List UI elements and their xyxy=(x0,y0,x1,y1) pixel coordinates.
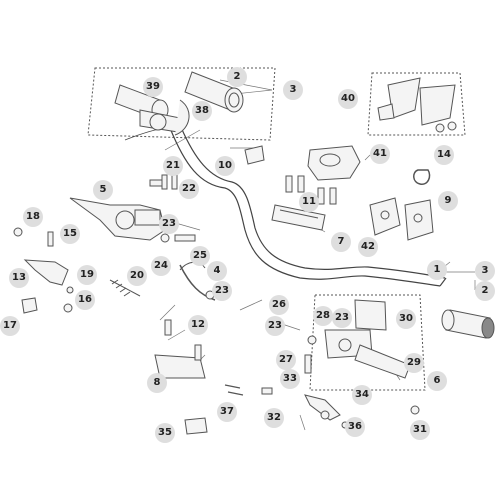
switch-box xyxy=(309,294,426,391)
right-grip xyxy=(441,309,495,339)
callout-26: 26 xyxy=(269,295,289,315)
switch-housing xyxy=(369,197,434,241)
brake-master-cylinder xyxy=(69,197,166,241)
callout-1: 1 xyxy=(427,260,447,280)
callout-3: 3 xyxy=(283,80,303,100)
handguard-parts xyxy=(377,77,457,133)
nut xyxy=(410,405,420,415)
callout-41: 41 xyxy=(370,144,390,164)
callout-25: 25 xyxy=(190,246,210,266)
lower-bar-clamp xyxy=(271,204,326,231)
callout-34: 34 xyxy=(352,385,372,405)
callout-20: 20 xyxy=(127,266,147,286)
callout-33: 33 xyxy=(280,369,300,389)
callout-23-d: 23 xyxy=(332,308,352,328)
cable-clip xyxy=(413,169,431,185)
callout-37: 37 xyxy=(217,402,237,422)
callout-39: 39 xyxy=(143,77,163,97)
callout-14: 14 xyxy=(434,145,454,165)
callout-23-b: 23 xyxy=(212,281,232,301)
callout-35: 35 xyxy=(155,423,175,443)
grip-group-box xyxy=(87,67,276,141)
callout-8: 8 xyxy=(147,373,167,393)
callout-12: 12 xyxy=(188,315,208,335)
callout-23-a: 23 xyxy=(159,214,179,234)
bar-clamp xyxy=(307,145,361,181)
callout-16: 16 xyxy=(75,290,95,310)
callout-17: 17 xyxy=(0,316,20,336)
left-fasteners xyxy=(13,227,74,314)
top-grip xyxy=(184,71,244,113)
callout-11: 11 xyxy=(299,192,319,212)
retaining-clip xyxy=(184,417,208,435)
callout-19: 19 xyxy=(77,265,97,285)
callout-4: 4 xyxy=(207,261,227,281)
callout-32: 32 xyxy=(264,408,284,428)
callout-7: 7 xyxy=(331,232,351,252)
callout-30: 30 xyxy=(396,309,416,329)
callout-15: 15 xyxy=(60,224,80,244)
callout-36: 36 xyxy=(345,417,365,437)
lever-bracket xyxy=(304,394,349,429)
callout-10: 10 xyxy=(215,156,235,176)
small-springs xyxy=(224,384,273,396)
callout-27: 27 xyxy=(276,350,296,370)
callout-6: 6 xyxy=(427,371,447,391)
clutch-clamp xyxy=(154,319,206,379)
callout-23-c: 23 xyxy=(265,316,285,336)
bolts xyxy=(285,175,337,205)
callout-42: 42 xyxy=(358,237,378,257)
callout-38: 38 xyxy=(192,101,212,121)
throttle-housing xyxy=(139,99,190,136)
bleeder-parts xyxy=(149,174,196,243)
callout-29: 29 xyxy=(404,353,424,373)
callout-31: 31 xyxy=(410,420,430,440)
callout-3-right: 3 xyxy=(475,261,495,281)
spring xyxy=(109,279,141,297)
callout-21: 21 xyxy=(163,156,183,176)
callout-40: 40 xyxy=(338,89,358,109)
handlebar xyxy=(124,124,447,287)
end-cap xyxy=(244,145,265,165)
callout-22: 22 xyxy=(179,179,199,199)
callout-2: 2 xyxy=(227,67,247,87)
callout-24: 24 xyxy=(151,256,171,276)
lower-switch-body xyxy=(324,299,411,379)
callout-5: 5 xyxy=(93,180,113,200)
callout-13: 13 xyxy=(9,268,29,288)
clutch-lever xyxy=(23,259,69,286)
callout-9: 9 xyxy=(438,191,458,211)
adjuster-parts xyxy=(304,335,317,374)
callout-28: 28 xyxy=(313,306,333,326)
callout-2-right: 2 xyxy=(475,281,495,301)
callout-18: 18 xyxy=(23,207,43,227)
